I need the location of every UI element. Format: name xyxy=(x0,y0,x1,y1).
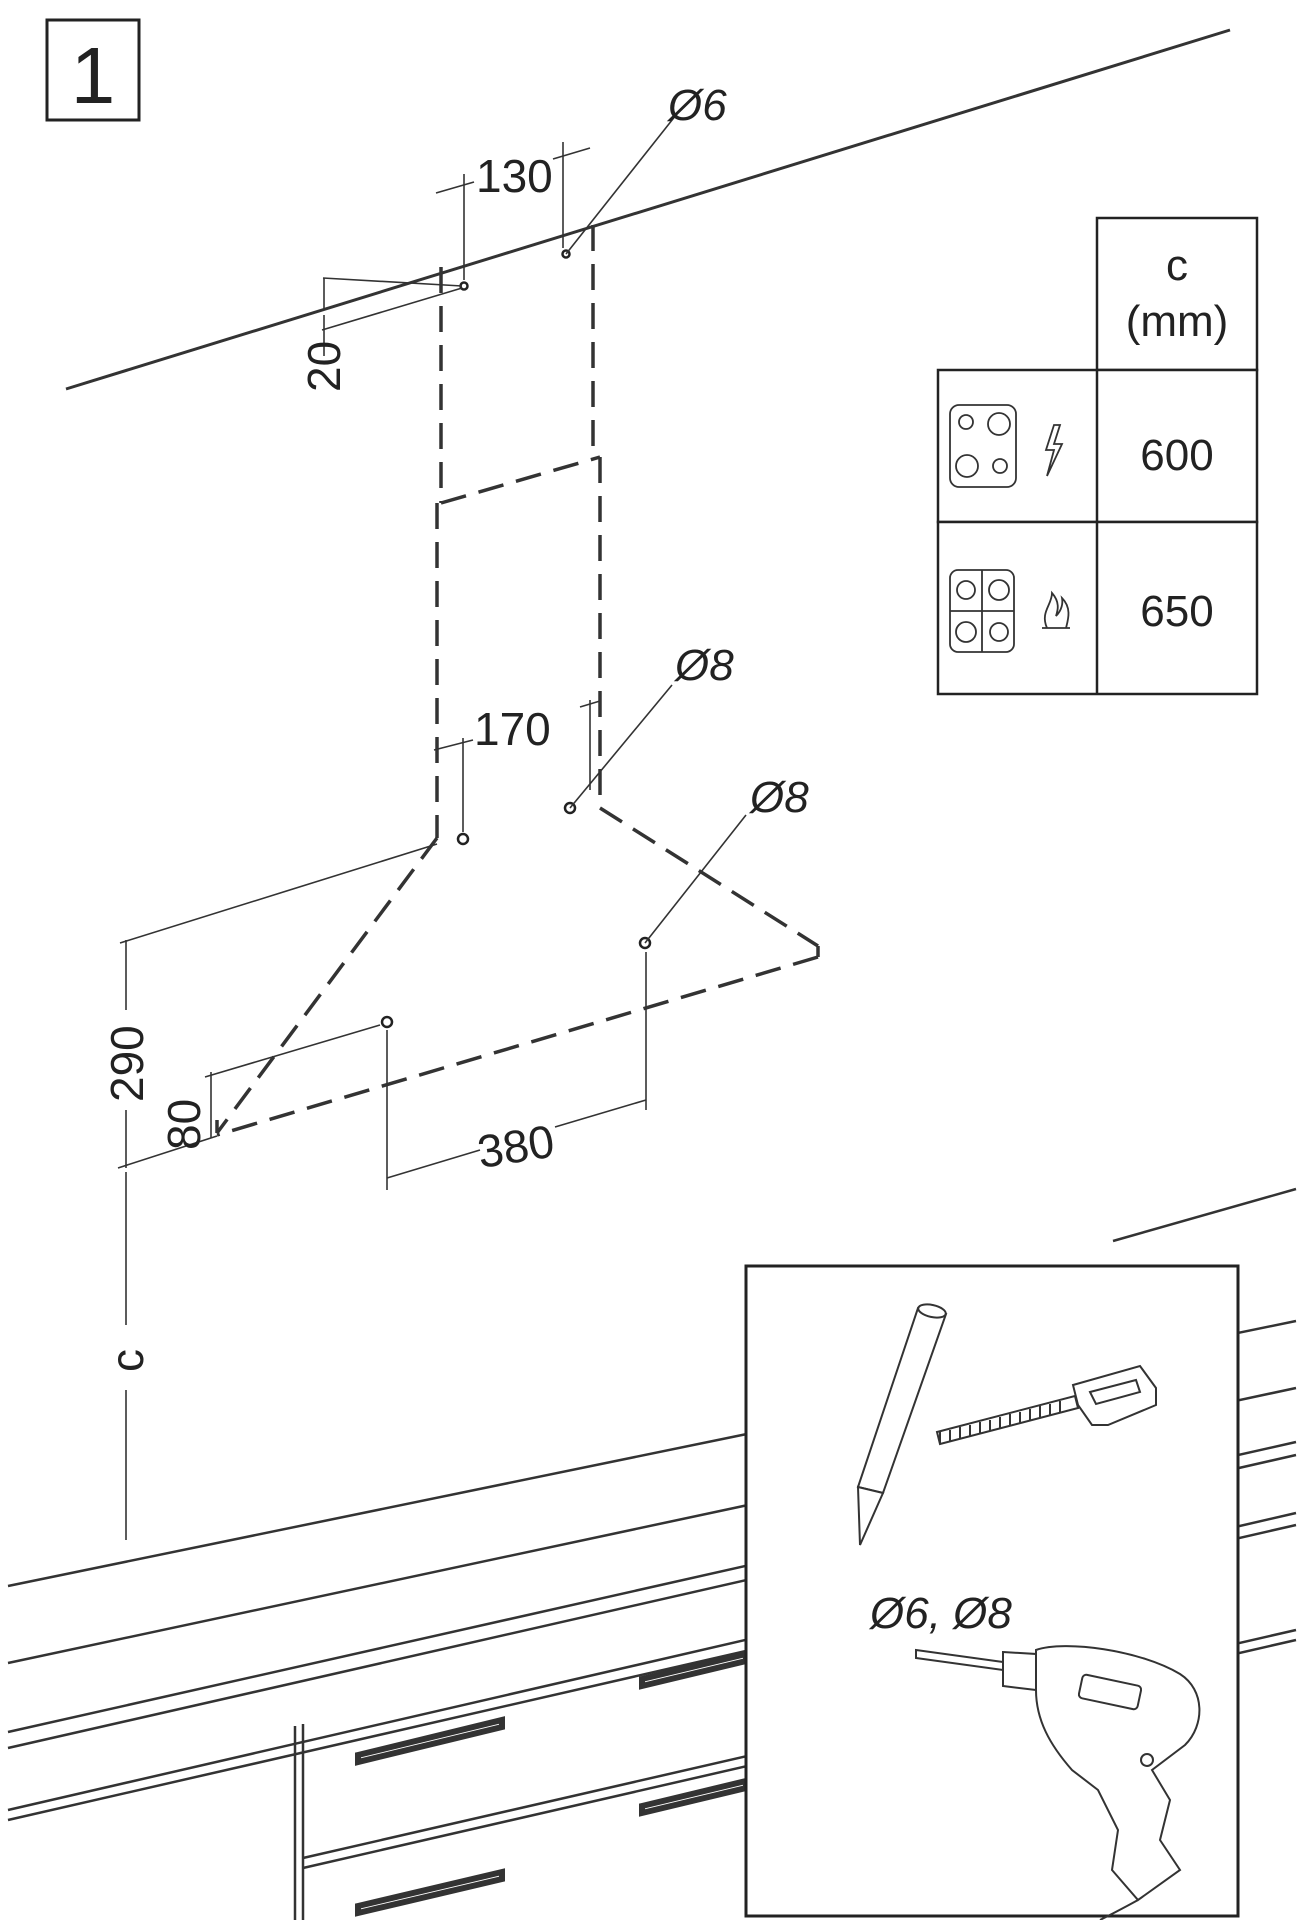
dim-130: 130 xyxy=(476,150,553,202)
hole-mid-left xyxy=(456,832,470,846)
step-badge: 1 xyxy=(45,18,141,122)
dim-380: 380 xyxy=(474,1115,558,1178)
dimension-labels: 130 170 380 20 290 80 c xyxy=(101,150,558,1372)
table-header-c: c xyxy=(1166,241,1188,290)
hole-callouts: Ø6 Ø8 Ø8 xyxy=(666,81,809,822)
step-number: 1 xyxy=(71,31,116,120)
table-value-electric: 600 xyxy=(1140,431,1213,480)
callout-hole-top: Ø6 xyxy=(666,81,727,130)
dim-290: 290 xyxy=(101,1025,153,1102)
tools-panel: Ø6, Ø8 xyxy=(744,1264,1240,1920)
dim-20: 20 xyxy=(298,341,350,392)
clearance-table: c (mm) 600 650 xyxy=(936,216,1259,696)
callout-hole-middle: Ø8 xyxy=(673,641,734,690)
gas-hob-icon xyxy=(949,569,1070,653)
callout-hole-lower: Ø8 xyxy=(748,773,809,822)
electric-hob-icon xyxy=(949,404,1064,488)
hood-outline xyxy=(215,225,820,1137)
dimension-lines xyxy=(117,109,747,1540)
pencil-icon xyxy=(856,1303,948,1546)
wall-ceiling-line xyxy=(65,28,1231,391)
screw-holes xyxy=(380,249,652,1029)
drill-bit-sizes: Ø6, Ø8 xyxy=(868,1589,1012,1638)
dim-80: 80 xyxy=(158,1099,210,1150)
table-value-gas: 650 xyxy=(1140,587,1213,636)
dim-170: 170 xyxy=(474,703,551,755)
table-header-unit: (mm) xyxy=(1126,297,1229,346)
tape-measure-icon xyxy=(935,1364,1157,1446)
dim-c: c xyxy=(101,1349,153,1372)
hole-low-left xyxy=(380,1015,394,1029)
drill-icon xyxy=(915,1645,1201,1920)
